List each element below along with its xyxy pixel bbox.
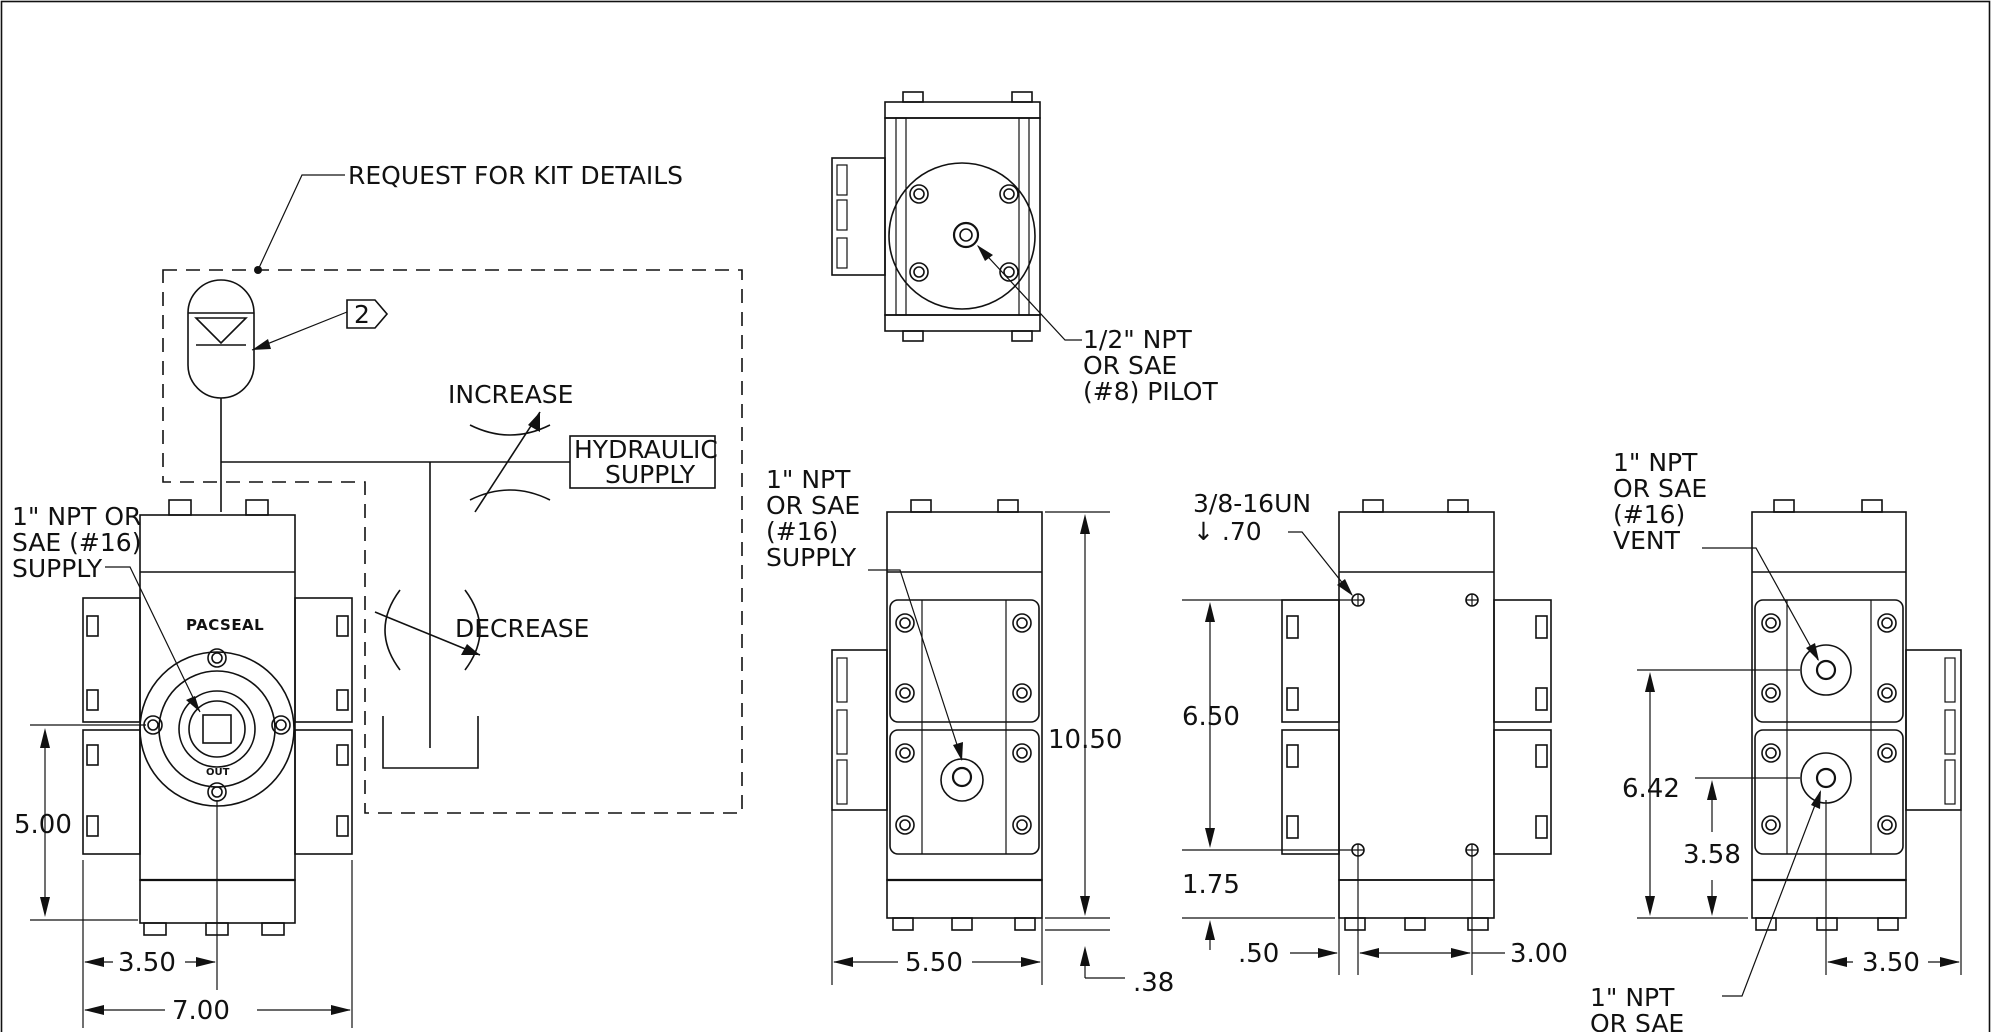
kit-leader bbox=[257, 174, 345, 271]
dim-0-50: .50 bbox=[1238, 939, 1279, 969]
dim-10-50: 10.50 bbox=[1048, 725, 1122, 755]
out-port-text: OUT bbox=[206, 767, 230, 778]
supply-side-label-1: 1" NPT bbox=[766, 465, 851, 494]
dim-7-00: 7.00 bbox=[172, 996, 230, 1026]
supply-side-label-2: OR SAE bbox=[766, 491, 860, 520]
hydraulic-label-1: HYDRAULIC bbox=[574, 435, 718, 464]
increase-valve-symbol bbox=[469, 411, 551, 513]
vent-label-2: OR SAE bbox=[1613, 474, 1707, 503]
dim-3-50-right: 3.50 bbox=[1862, 948, 1920, 978]
kit-schematic: REQUEST FOR KIT DETAILS 2 INCREASE HYDRA… bbox=[162, 161, 743, 814]
hydraulic-supply-box bbox=[569, 435, 716, 489]
supply-side-label-4: SUPPLY bbox=[766, 543, 857, 572]
bottom-port-label-1: 1" NPT bbox=[1590, 983, 1675, 1012]
accumulator-symbol bbox=[187, 279, 255, 512]
pilot-label-2: OR SAE bbox=[1083, 351, 1177, 380]
bottom-port-label-2: OR SAE bbox=[1590, 1009, 1684, 1032]
dim-6-42: 6.42 bbox=[1622, 774, 1680, 804]
vent-label-3: (#16) bbox=[1613, 500, 1685, 529]
pump-top-view: 1/2" NPT OR SAE (#8) PILOT bbox=[831, 91, 1218, 406]
pilot-label-1: 1/2" NPT bbox=[1083, 325, 1192, 354]
supply-front-label-2: SAE (#16) bbox=[12, 528, 141, 557]
thread-label-1: 3/8-16UN bbox=[1193, 489, 1311, 518]
tank-symbol bbox=[382, 716, 479, 769]
dim-3-58: 3.58 bbox=[1683, 840, 1741, 870]
kit-boundary bbox=[162, 269, 743, 814]
dim-5-50: 5.50 bbox=[905, 948, 963, 978]
pump-front-view: PACSEAL OUT 1" NPT OR SAE (#16) SUPPLY 5… bbox=[12, 499, 353, 1028]
decrease-label: DECREASE bbox=[455, 614, 589, 643]
dim-5-00: 5.00 bbox=[14, 810, 72, 840]
hydraulic-label-2: SUPPLY bbox=[605, 460, 696, 489]
pilot-label-3: (#8) PILOT bbox=[1083, 377, 1218, 406]
dim-3-00: 3.00 bbox=[1510, 939, 1568, 969]
increase-label: INCREASE bbox=[448, 380, 573, 409]
thread-label-2: ↓ .70 bbox=[1193, 517, 1262, 546]
supply-side-label-3: (#16) bbox=[766, 517, 838, 546]
request-kit-label: REQUEST FOR KIT DETAILS bbox=[348, 161, 683, 190]
decrease-valve-symbol bbox=[374, 589, 481, 671]
vent-label-4: VENT bbox=[1613, 526, 1681, 555]
brand-logo-text: PACSEAL bbox=[186, 616, 264, 634]
pump-rear-view-mounting: 3/8-16UN ↓ .70 6.50 1.75 .50 3.00 bbox=[1182, 489, 1568, 975]
dim-3-50-left: 3.50 bbox=[118, 948, 176, 978]
vent-label-1: 1" NPT bbox=[1613, 448, 1698, 477]
pump-end-view-vent: 1" NPT OR SAE (#16) VENT 6.42 3.58 3.50 … bbox=[1590, 448, 1962, 1036]
pump-side-view-supply: 1" NPT OR SAE (#16) SUPPLY 10.50 .38 5.5… bbox=[766, 465, 1174, 998]
dim-1-75: 1.75 bbox=[1182, 870, 1240, 900]
supply-front-label-1: 1" NPT OR bbox=[12, 502, 141, 531]
supply-front-label-3: SUPPLY bbox=[12, 554, 103, 583]
dim-6-50: 6.50 bbox=[1182, 702, 1240, 732]
callout-2-flag bbox=[346, 299, 389, 329]
callout-2-text: 2 bbox=[354, 300, 370, 329]
dim-0-38: .38 bbox=[1133, 968, 1174, 998]
